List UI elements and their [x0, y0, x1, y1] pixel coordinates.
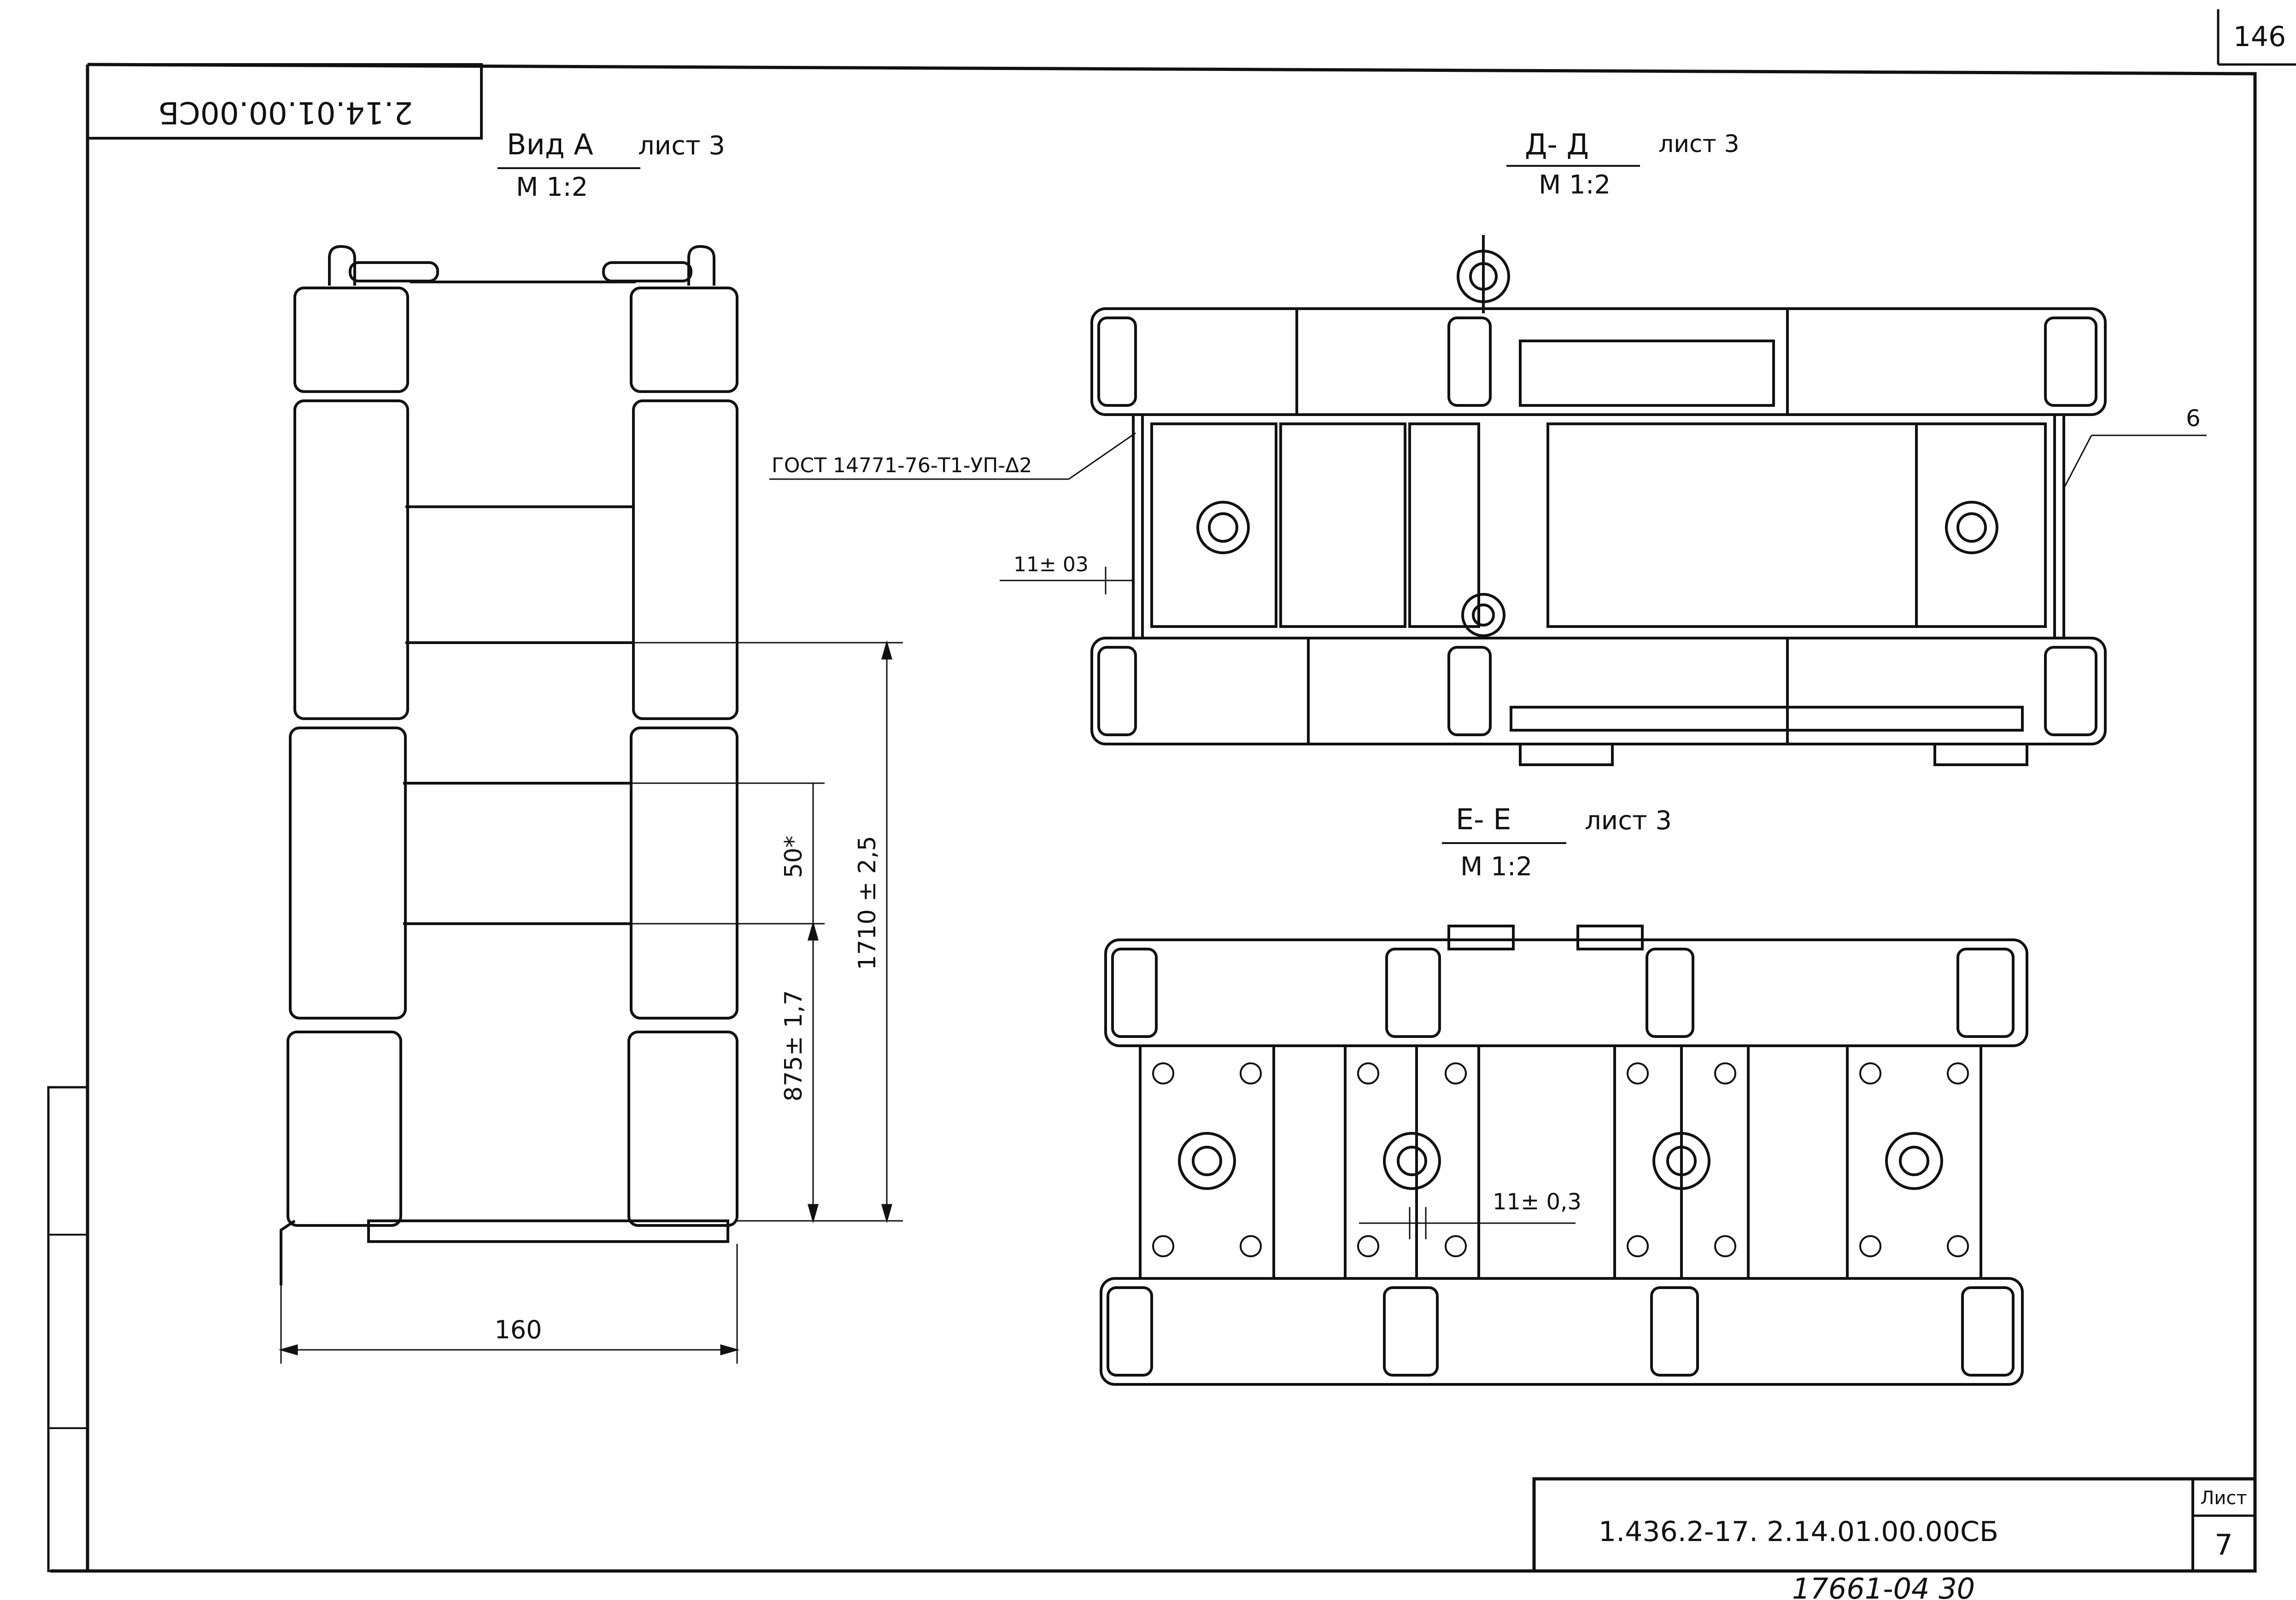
weld-spec-label: ГОСТ 14771-76-Т1-УП-Δ2 — [772, 454, 1032, 477]
view-a-sheet-ref: лист 3 — [638, 131, 725, 161]
archive-number: 17661-04 30 — [1792, 1572, 1975, 1600]
page-number-box: 146 — [2217, 9, 2296, 66]
view-a-dimensions — [278, 640, 903, 1364]
dim-gap-ee: 11± 0,3 — [1493, 1189, 1581, 1215]
dim-gap-dd: 11± 03 — [1013, 553, 1089, 576]
title-block: 1.436.2-17. 2.14.01.00.00СБ Лист 7 — [1532, 1477, 2257, 1573]
section-ee-drawing — [1100, 925, 2028, 1386]
section-ee-heading: Е- Е лист 3 М 1:2 — [1442, 803, 1672, 882]
view-a-title: Вид А — [507, 128, 593, 161]
title-block-sheet-label: Лист — [2200, 1488, 2247, 1509]
title-block-sheet-number: 7 — [2214, 1528, 2232, 1562]
dim-width-160: 160 — [494, 1315, 542, 1344]
section-dd-scale: М 1:2 — [1539, 170, 1611, 200]
view-a-scale: М 1:2 — [516, 172, 588, 202]
dim-1710: 1710 ± 2,5 — [854, 836, 881, 970]
section-ee-scale: М 1:2 — [1460, 852, 1532, 882]
section-ee-dimension — [1359, 1207, 1576, 1239]
section-dd-title: Д- Д — [1525, 128, 1589, 161]
section-dd-sheet-ref: лист 3 — [1658, 130, 1740, 158]
view-a-heading: Вид А лист 3 М 1:2 — [498, 128, 725, 202]
view-a-drawing — [280, 245, 738, 1285]
section-dd-leaders — [769, 432, 2207, 594]
page-number: 146 — [2233, 21, 2286, 53]
dim-50: 50* — [780, 836, 808, 878]
stamp-code: 2.14.01.00.00СБ — [158, 95, 413, 130]
section-dd-drawing — [1090, 235, 2107, 766]
stamp-box: 2.14.01.00.00СБ — [88, 63, 483, 140]
callout-item-6: 6 — [2186, 405, 2201, 432]
sheet-frame — [47, 63, 2257, 1573]
title-block-designation: 1.436.2-17. 2.14.01.00.00СБ — [1599, 1516, 1998, 1548]
section-ee-sheet-ref: лист 3 — [1585, 806, 1672, 836]
section-ee-title: Е- Е — [1456, 803, 1511, 836]
section-dd-heading: Д- Д лист 3 М 1:2 — [1506, 128, 1740, 200]
dim-875: 875± 1,7 — [780, 990, 808, 1102]
